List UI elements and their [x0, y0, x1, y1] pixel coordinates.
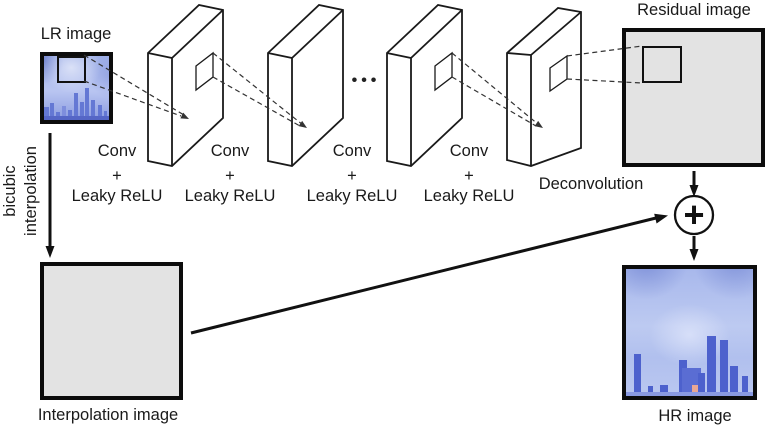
conv-label-3-line2: + [347, 167, 357, 185]
image-bar [707, 336, 717, 396]
conv-label-4: Conv + Leaky ReLU [414, 142, 524, 205]
bicubic-label-line2: interpolation [22, 146, 40, 236]
feature-patch-1 [195, 51, 214, 92]
hr-image-thumbnail [622, 265, 757, 400]
add-operator: + [683, 194, 705, 235]
image-bar [79, 102, 84, 120]
interpolation-to-sum-arrow [190, 216, 657, 335]
lr-image-label: LR image [40, 25, 112, 43]
conv-label-3-line1: Conv [332, 142, 372, 160]
image-bar [49, 102, 54, 120]
image-bar [44, 107, 49, 120]
image-bar [73, 93, 79, 120]
image-bar [633, 354, 642, 396]
image-bar [692, 384, 700, 396]
hr-image-bars [626, 269, 753, 396]
interpolation-image-label: Interpolation image [37, 406, 179, 424]
conv-label-2-line1: Conv [210, 142, 250, 160]
image-bar [68, 109, 72, 120]
conv-label-2: Conv + Leaky ReLU [175, 142, 285, 205]
image-bar [626, 392, 753, 396]
lr-image-thumbnail [40, 52, 113, 124]
conv-label-4-line1: Conv [449, 142, 489, 160]
image-bar [61, 105, 67, 120]
conv-label-4-line3: Leaky ReLU [423, 187, 515, 205]
conv-label-3: Conv + Leaky ReLU [297, 142, 407, 205]
ellipsis-dots: ••• [351, 72, 381, 89]
image-bar [730, 365, 738, 396]
residual-receptive-square [642, 46, 682, 83]
image-bar [660, 384, 668, 396]
deconvolution-label: Deconvolution [538, 175, 644, 193]
image-bar [719, 340, 728, 396]
conv-label-4-line2: + [464, 167, 474, 185]
residual-image [622, 28, 765, 167]
interpolation-image [40, 262, 183, 400]
feature-patch-3 [434, 51, 453, 92]
conv-label-1-line2: + [112, 167, 122, 185]
bicubic-interpolation-label: bicubic interpolation [0, 131, 44, 251]
conv-label-1-line3: Leaky ReLU [71, 187, 163, 205]
conv-label-1-line1: Conv [97, 142, 137, 160]
image-bar [647, 385, 653, 396]
lr-receptive-square [57, 56, 86, 83]
bicubic-label-line1: bicubic [1, 165, 19, 217]
conv-label-2-line3: Leaky ReLU [184, 187, 276, 205]
image-bar [698, 373, 705, 396]
image-bar [44, 115, 109, 120]
residual-image-label: Residual image [637, 1, 751, 19]
conv-label-2-line2: + [225, 167, 235, 185]
conv-label-3-line3: Leaky ReLU [306, 187, 398, 205]
conv-label-1: Conv + Leaky ReLU [62, 142, 172, 205]
image-bar [741, 375, 748, 396]
hr-image-label: HR image [658, 407, 732, 425]
feature-patch-deconv [549, 54, 568, 93]
